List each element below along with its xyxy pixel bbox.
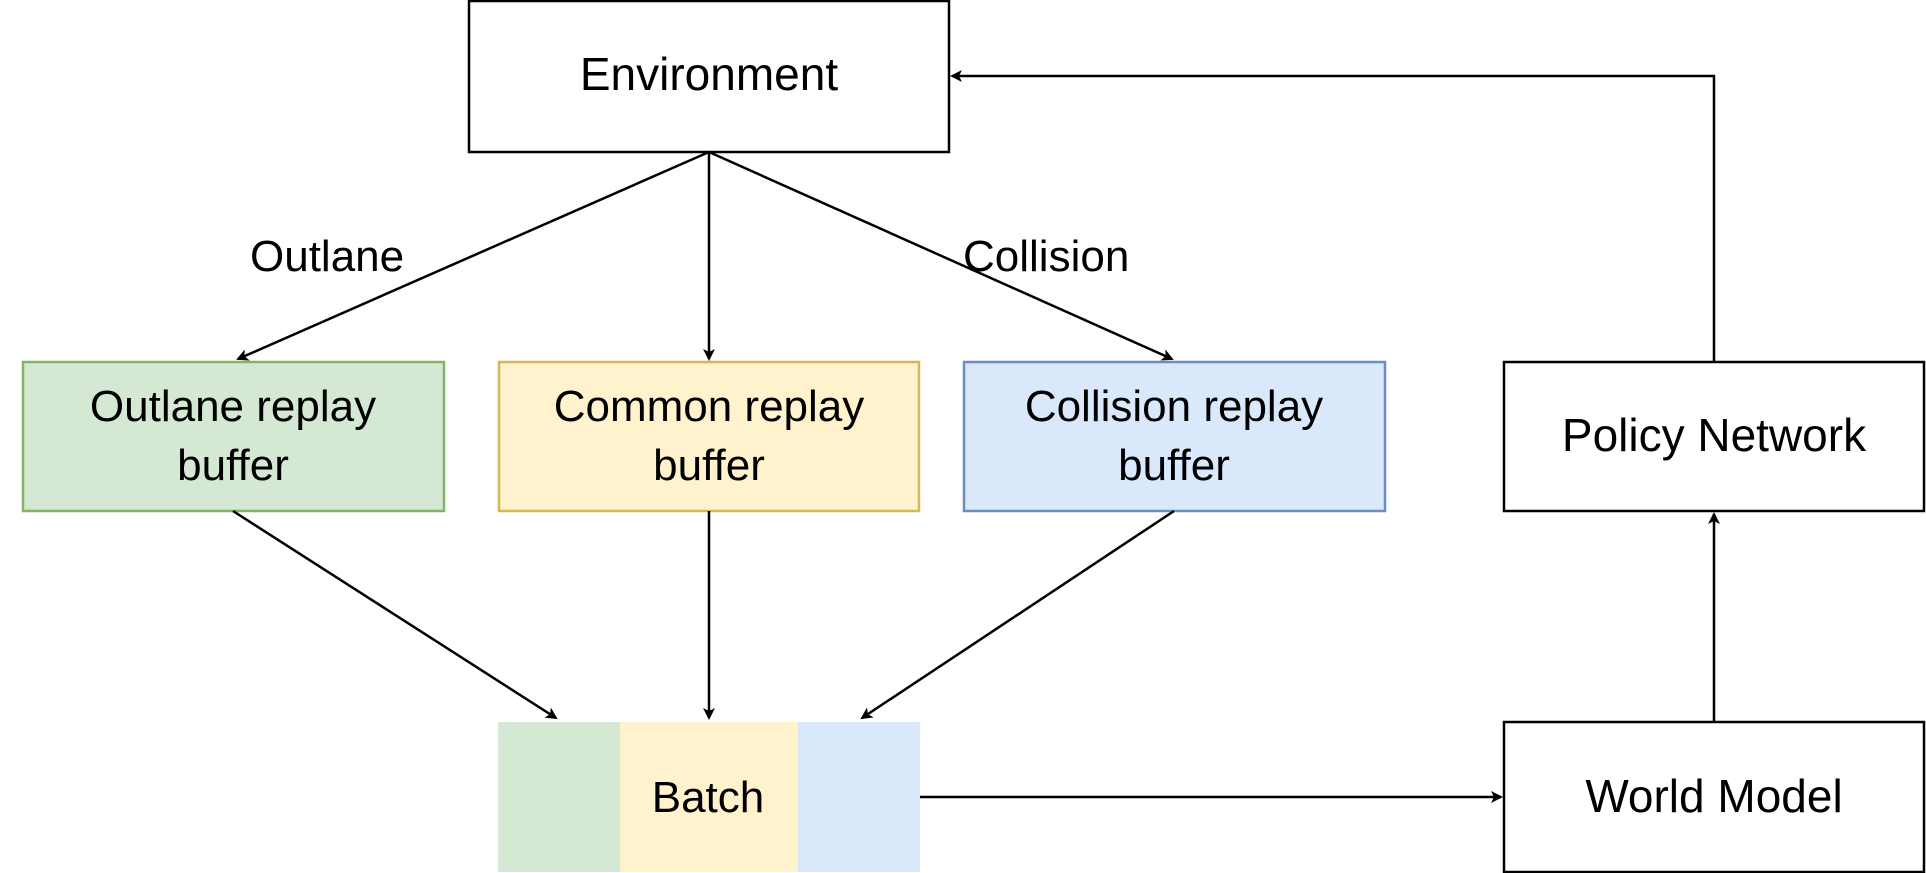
- environment-node: Environment: [467, 0, 951, 154]
- arrow-env-to-outlane: [236, 150, 710, 361]
- outlane-buffer-label-line1: Outlane replay: [90, 382, 376, 431]
- common-buffer-box: [497, 360, 921, 513]
- batch-segment-collision: [798, 722, 920, 872]
- world-model-node: World Model: [1502, 720, 1926, 873]
- outlane-buffer-label-line2: buffer: [177, 441, 289, 490]
- arrow-outlane-to-batch: [232, 509, 558, 720]
- collision-buffer-box: [962, 360, 1387, 513]
- batch-node: Batch: [498, 722, 920, 872]
- edge-label-collision: Collision: [963, 232, 1129, 281]
- collision-buffer-label-line1: Collision replay: [1025, 382, 1323, 431]
- policy-network-label: Policy Network: [1562, 409, 1867, 461]
- common-buffer-label-line2: buffer: [653, 441, 765, 490]
- batch-segment-common: [620, 722, 798, 872]
- arrow-policy-to-environment: [950, 70, 1716, 362]
- world-model-label: World Model: [1585, 770, 1842, 822]
- outlane-buffer-box: [21, 360, 446, 513]
- common-buffer-label-line1: Common replay: [554, 382, 865, 431]
- arrow-env-to-collision: [708, 150, 1174, 361]
- batch-label: Batch: [652, 773, 765, 822]
- arrow-collision-to-batch: [860, 509, 1175, 720]
- collision-buffer-label-line2: buffer: [1118, 441, 1230, 490]
- edge-label-outlane: Outlane: [250, 232, 404, 281]
- common-buffer-node: Common replay buffer: [497, 360, 921, 513]
- batch-segment-outlane: [498, 722, 620, 872]
- environment-label: Environment: [580, 48, 838, 100]
- outlane-buffer-node: Outlane replay buffer: [21, 360, 446, 513]
- collision-buffer-node: Collision replay buffer: [962, 360, 1387, 513]
- policy-network-node: Policy Network: [1502, 360, 1926, 513]
